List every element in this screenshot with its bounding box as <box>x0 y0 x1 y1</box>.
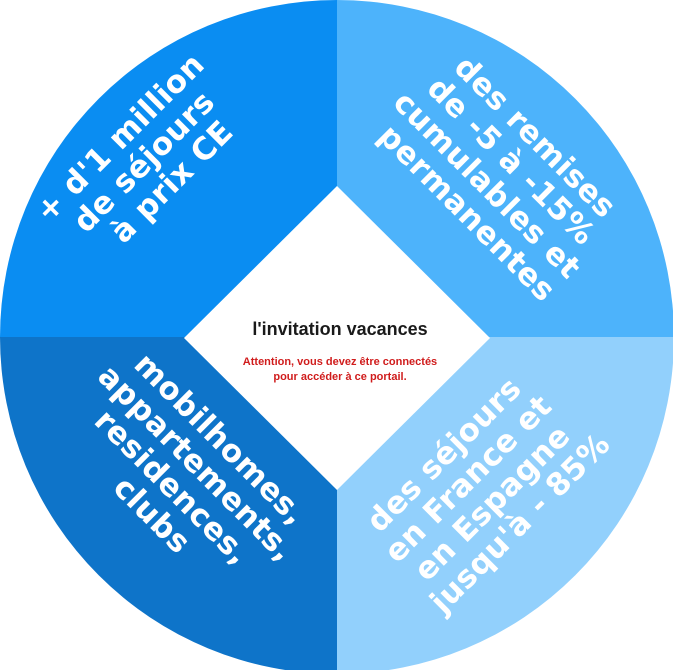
center-diamond <box>184 186 490 490</box>
quadrant-bottom-right <box>337 337 673 670</box>
quadrant-top-right <box>337 0 673 337</box>
login-notice: Attention, vous devez être connectés <box>243 356 437 368</box>
quadrant-bottom-left <box>0 337 337 670</box>
login-notice-line2: pour accéder à ce portail. <box>273 371 406 383</box>
center-title[interactable]: l'invitation vacances <box>252 319 427 339</box>
quadrant-top-left <box>0 0 337 337</box>
